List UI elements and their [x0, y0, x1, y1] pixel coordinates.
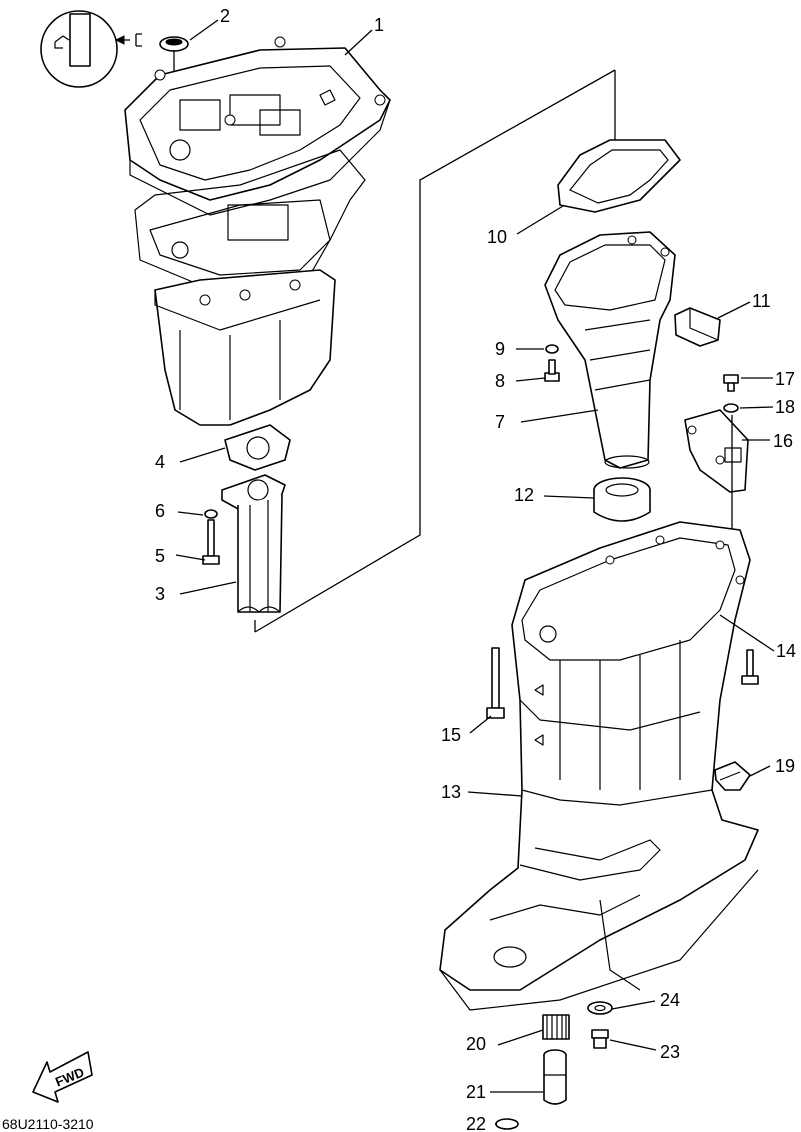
callout-12: 12	[514, 485, 534, 505]
part-ring-22	[495, 1118, 519, 1130]
drawing-code: 68U2110-3210	[2, 1116, 94, 1132]
part-gasket-upper	[134, 149, 366, 291]
part-bolt-5	[202, 519, 220, 565]
part-gasket-10	[557, 139, 681, 213]
part-bolt-15	[486, 647, 505, 719]
callout-labels: 1 2 3 4 5 6 7 8 9 10 11 12 13 14 15 16 1…	[155, 6, 796, 1132]
part-plug-23	[591, 1029, 609, 1049]
callout-21: 21	[466, 1082, 486, 1102]
part-rubber-pad	[674, 307, 721, 347]
callout-15: 15	[441, 725, 461, 745]
part-seal-12	[593, 477, 651, 522]
callout-20: 20	[466, 1034, 486, 1054]
part-upper-casing	[544, 231, 676, 469]
part-bolt-14	[741, 649, 759, 685]
part-oil-pan	[154, 269, 336, 426]
callout-22: 22	[466, 1114, 486, 1132]
part-washer-9	[545, 344, 559, 354]
part-bolt-8	[544, 359, 560, 382]
callout-18: 18	[775, 397, 795, 417]
part-clip-19	[714, 761, 751, 791]
group-frame	[254, 69, 616, 633]
part-mounting-bracket	[124, 36, 391, 216]
callout-10: 10	[487, 227, 507, 247]
callout-9: 9	[495, 339, 505, 359]
callout-4: 4	[155, 452, 165, 472]
callout-3: 3	[155, 584, 165, 604]
callout-11: 11	[752, 291, 771, 311]
callout-8: 8	[495, 371, 505, 391]
callout-17: 17	[775, 369, 795, 389]
part-exhaust-pipe	[221, 474, 286, 613]
detail-inset	[40, 10, 142, 88]
part-sleeve-21	[543, 1049, 567, 1105]
part-washer-24	[587, 1001, 613, 1015]
callout-6: 6	[155, 501, 165, 521]
callout-14: 14	[776, 641, 796, 661]
part-lower-casing	[439, 521, 759, 1011]
callout-24: 24	[660, 990, 680, 1010]
part-washer-6	[204, 509, 218, 519]
callout-7: 7	[495, 412, 505, 432]
part-gasket-small	[224, 424, 291, 471]
part-bushing-20	[542, 1014, 570, 1040]
callout-23: 23	[660, 1042, 680, 1062]
part-washer-18	[723, 403, 739, 413]
leader-lines	[175, 19, 775, 1125]
callout-5: 5	[155, 546, 165, 566]
callout-16: 16	[773, 431, 793, 451]
part-bracket-plate	[684, 409, 749, 493]
callout-19: 19	[775, 756, 795, 776]
part-bolt-17	[723, 374, 739, 392]
callout-1: 1	[374, 15, 384, 35]
callout-2: 2	[220, 6, 230, 26]
callout-13: 13	[441, 782, 461, 802]
fwd-arrow: FWD	[32, 1051, 93, 1103]
